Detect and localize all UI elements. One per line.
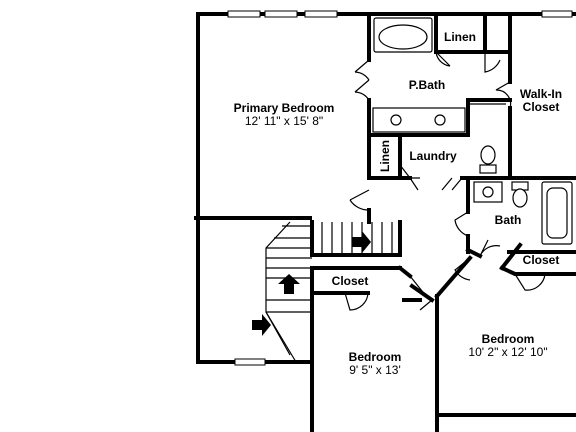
bath-label: Bath xyxy=(495,213,522,227)
stair-arrow-right xyxy=(352,231,371,253)
windows xyxy=(227,10,573,366)
walkin-label-line1: Walk-In xyxy=(520,87,562,101)
door-swings xyxy=(344,51,546,311)
stair-arrow-right-lower xyxy=(252,314,271,336)
linen-top-label: Linen xyxy=(444,30,476,44)
bedroom-right-dims: 10' 2" x 12' 10" xyxy=(468,345,547,359)
closet-right-label: Closet xyxy=(523,253,560,267)
stair-arrow-up xyxy=(278,274,300,294)
bedroom-center-dims: 9' 5" x 13' xyxy=(349,363,401,377)
laundry-label: Laundry xyxy=(409,149,457,163)
fixtures xyxy=(372,17,573,245)
stair-arrows xyxy=(252,231,371,336)
linen-vertical-label: Linen xyxy=(378,140,392,172)
walkin-label-line2: Closet xyxy=(523,100,560,114)
bedroom-right-label: Bedroom xyxy=(482,332,535,346)
primary-bedroom-label: Primary Bedroom xyxy=(234,101,335,115)
primary-bedroom-dims: 12' 11" x 15' 8" xyxy=(245,114,323,128)
bedroom-center-label: Bedroom xyxy=(349,350,402,364)
closet-left-label: Closet xyxy=(332,274,369,288)
interior-walls xyxy=(294,12,576,432)
exterior-walls xyxy=(194,12,576,364)
pbath-label: P.Bath xyxy=(409,78,445,92)
